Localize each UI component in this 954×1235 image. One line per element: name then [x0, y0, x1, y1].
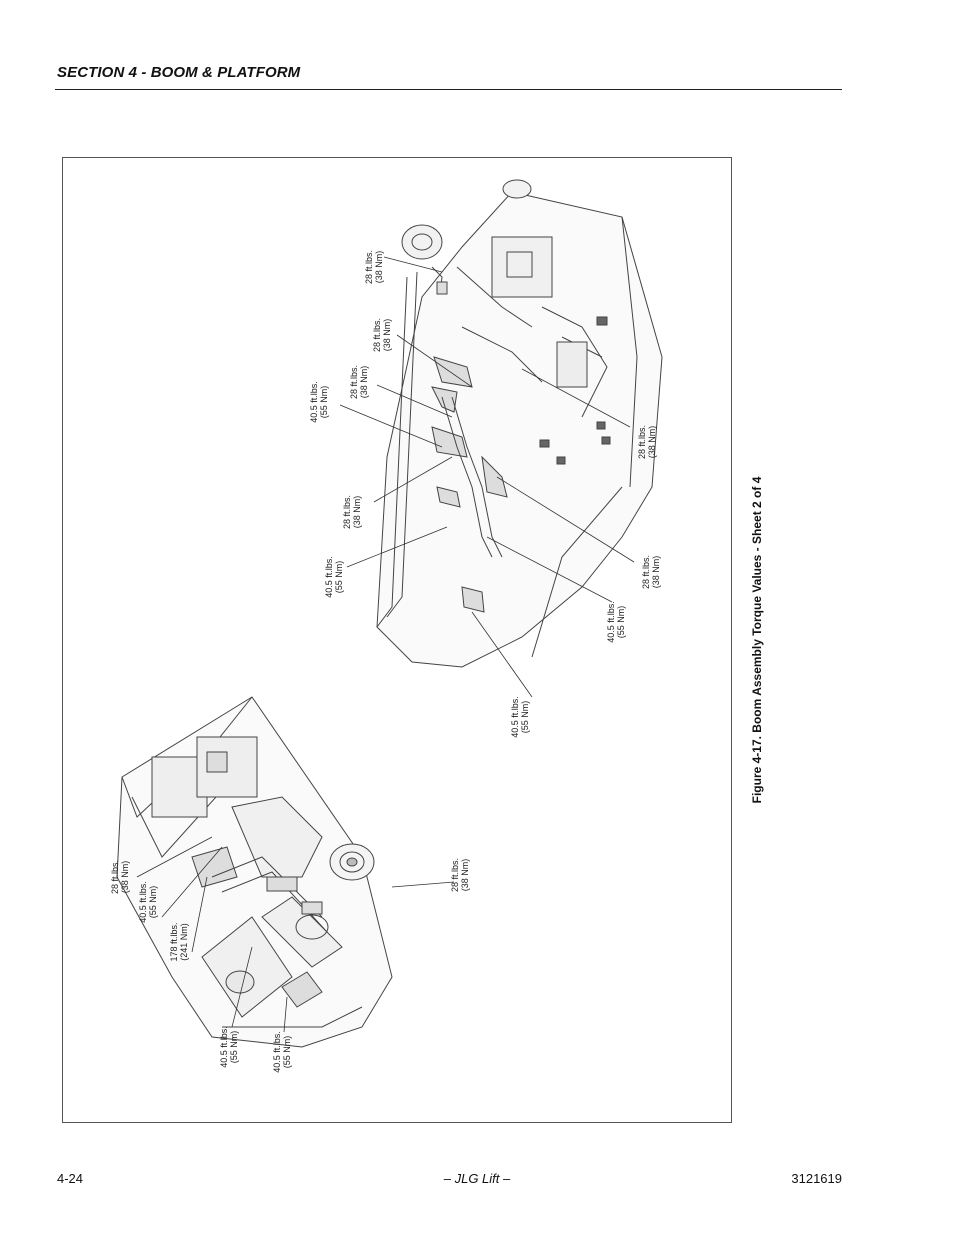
callout-c3-line1: 28 ft.lbs.: [349, 365, 359, 399]
callout-c16-line2: (55 Nm): [282, 1036, 292, 1069]
callout-c16-line1: 40.5 ft.lbs.: [272, 1031, 282, 1073]
callout-labels: 28 ft.lbs. (38 Nm) 28 ft.lbs. (38 Nm) 28…: [110, 250, 661, 1073]
leader-lines: [136, 256, 635, 1033]
callout-c14-line2: (38 Nm): [120, 861, 130, 894]
lower-boom-drawing: [116, 696, 393, 1048]
callout-c15-line1: 40.5 ft.lbs.: [219, 1026, 229, 1068]
boom-assembly-illustration: 28 ft.lbs. (38 Nm) 28 ft.lbs. (38 Nm) 28…: [110, 179, 663, 1073]
callout-c14-line1: 28 ft.lbs.: [110, 860, 120, 894]
callout-c3-line2: (38 Nm): [359, 366, 369, 399]
callout-c9-line2: (55 Nm): [616, 606, 626, 639]
callout-c5-line1: 28 ft.lbs.: [637, 425, 647, 459]
callout-c2-line1: 28 ft.lbs.: [372, 318, 382, 352]
callout-c13-line1: 178 ft.lbs.: [169, 922, 179, 961]
callout-c13-line2: (241 Nm): [179, 923, 189, 961]
section-header: SECTION 4 - BOOM & PLATFORM: [57, 64, 301, 81]
callout-c4-line2: (55 Nm): [319, 386, 329, 419]
document-number: 3121619: [791, 1171, 842, 1186]
callout-c10-line2: (55 Nm): [520, 701, 530, 734]
callout-c12-line2: (55 Nm): [148, 886, 158, 919]
callout-c11-line2: (38 Nm): [460, 859, 470, 892]
header-rule: [55, 89, 842, 90]
callout-c4-line1: 40.5 ft.lbs.: [309, 381, 319, 423]
footer-brand: – JLG Lift –: [443, 1171, 511, 1186]
callout-c11-line1: 28 ft.lbs.: [450, 858, 460, 892]
callout-c1-line1: 28 ft.lbs.: [364, 250, 374, 284]
callout-c7-line1: 40.5 ft.lbs.: [324, 556, 334, 598]
callout-c2-line2: (38 Nm): [382, 319, 392, 352]
callout-c7-line2: (55 Nm): [334, 561, 344, 594]
callout-c8-line2: (38 Nm): [651, 556, 661, 589]
callout-c12-line1: 40.5 ft.lbs.: [138, 881, 148, 923]
upper-boom-drawing: [376, 179, 663, 668]
figure-caption-text: Figure 4-17. Boom Assembly Torque Values…: [750, 476, 764, 804]
callout-c15-line2: (55 Nm): [229, 1031, 239, 1064]
page-number: 4-24: [57, 1171, 84, 1186]
callout-c5-line2: (38 Nm): [647, 426, 657, 459]
callout-c9-line1: 40.5 ft.lbs.: [606, 601, 616, 643]
callout-c6-line1: 28 ft.lbs.: [342, 495, 352, 529]
callout-c1-line2: (38 Nm): [374, 251, 384, 284]
figure-frame: [62, 157, 732, 1123]
callout-c10-line1: 40.5 ft.lbs.: [510, 696, 520, 738]
callout-c6-line2: (38 Nm): [352, 496, 362, 529]
callout-c8-line1: 28 ft.lbs.: [641, 555, 651, 589]
